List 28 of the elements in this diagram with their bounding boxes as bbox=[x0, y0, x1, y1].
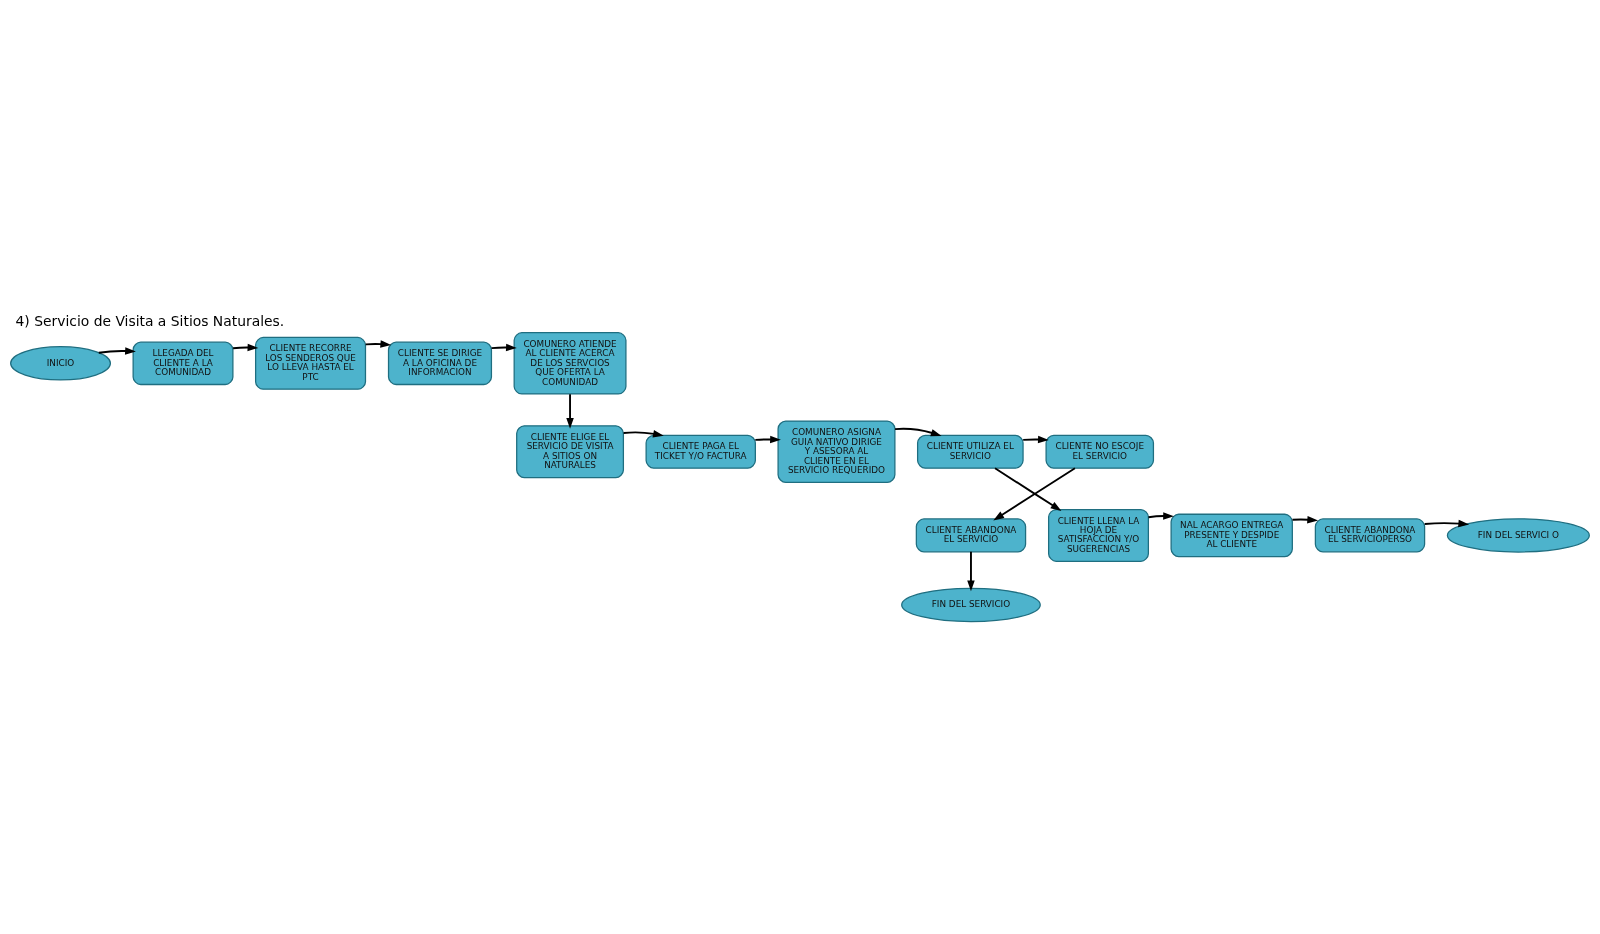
arrow bbox=[622, 430, 664, 438]
node-box: CLIENTE UTILIZA EL SERVICIO bbox=[917, 434, 1024, 469]
node-box: NAL ACARGO ENTREGA PRESENTE Y DESPIDE AL CLIENTE bbox=[1170, 513, 1293, 558]
node-box: CLIENTE ABANDONA EL SERVICIOPERSO bbox=[1314, 518, 1426, 553]
arrow bbox=[754, 435, 781, 444]
node-box: COMUNERO ASIGNA GUIA NATIVO DIRIGE Y ASESORA AL CLIENTE EN EL SERVICIO REQUERIDO bbox=[777, 420, 896, 483]
arrow bbox=[364, 340, 392, 348]
node-ellipse: INICIO bbox=[10, 346, 112, 381]
arrow bbox=[1147, 512, 1174, 520]
arrow bbox=[566, 393, 574, 429]
node-box: CLIENTE SE DIRIGE A LA OFICINA DE INFORMACION bbox=[387, 341, 493, 386]
arrow bbox=[232, 343, 259, 352]
arrow bbox=[1423, 519, 1470, 528]
node-box: LLEGADA DEL CLIENTE A LA COMUNIDAD bbox=[132, 341, 234, 386]
node-box: CLIENTE ABANDONA EL SERVICIO bbox=[915, 518, 1027, 553]
node-box: CLIENTE LLENA LA HOJA DE SATISFACCION Y/O SUGERENCIAS bbox=[1048, 508, 1149, 562]
node-box: COMUNERO ATIENDE AL CLIENTE ACERCA DE LOS SERVCIOS QUE OFERTA LA COMUNIDAD bbox=[513, 332, 627, 395]
node-box: CLIENTE NO ESCOJE EL SERVICIO bbox=[1045, 434, 1155, 469]
arrow bbox=[967, 550, 975, 592]
diagram-title: 4) Servicio de Visita a Sitios Naturales. bbox=[15, 313, 285, 330]
node-box: CLIENTE ELIGE EL SERVICIO DE VISITA A SITIOS ON NATURALES bbox=[516, 425, 625, 479]
node-box: CLIENTE RECORRE LOS SENDEROS QUE LO LLEVA HASTA EL PTC bbox=[255, 336, 367, 390]
node-box: CLIENTE PAGA EL TICKET Y/O FACTURA bbox=[645, 434, 756, 469]
arrow bbox=[994, 467, 1062, 511]
arrow bbox=[993, 467, 1076, 521]
node-ellipse: FIN DEL SERVICIO bbox=[901, 587, 1041, 623]
arrow bbox=[97, 347, 136, 355]
arrow bbox=[894, 427, 942, 437]
